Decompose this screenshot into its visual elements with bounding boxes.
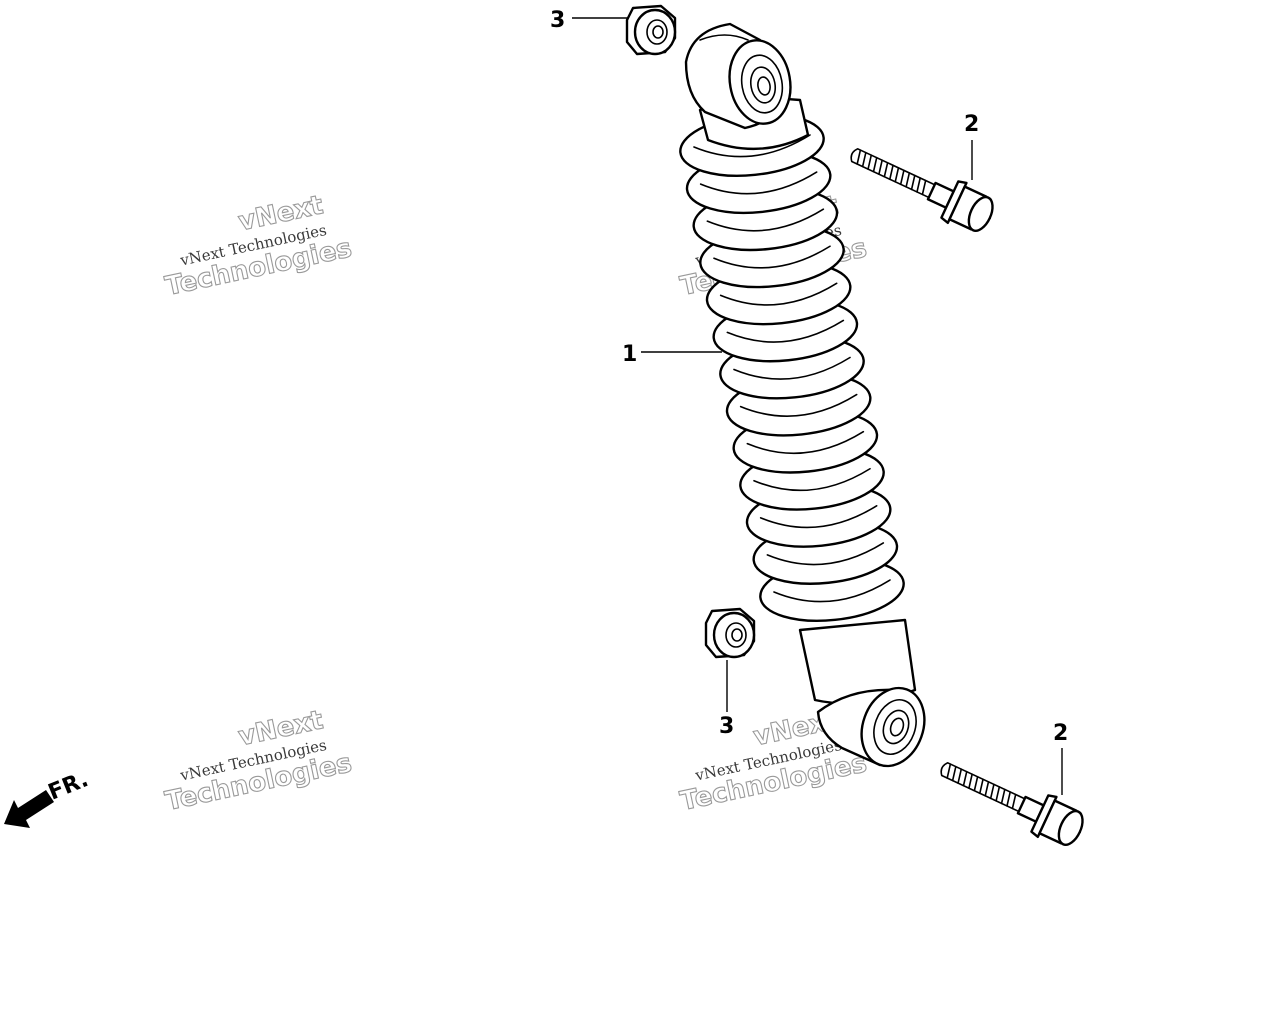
svg-text:2: 2 (1053, 721, 1068, 746)
flange-bolt-top (850, 148, 994, 232)
lower-eye (816, 686, 926, 768)
shock-absorber (679, 22, 926, 768)
flange-nut-bottom (704, 607, 756, 659)
watermark-1: vNext vNext Technologies Technologies (162, 190, 355, 303)
flange-nut-top (625, 4, 677, 56)
coil-spring (679, 113, 905, 622)
flange-bolt-bottom (940, 762, 1084, 846)
callout-bolt-bottom: 2 (1053, 721, 1068, 795)
callout-nut-bottom: 3 (719, 660, 734, 739)
svg-text:1: 1 (622, 342, 637, 367)
callout-nut-top: 3 (550, 8, 628, 33)
front-direction-indicator: FR. (4, 767, 92, 828)
front-arrow-icon (4, 790, 54, 828)
svg-text:2: 2 (964, 112, 979, 137)
upper-eye (684, 22, 792, 130)
watermark-3: vNext vNext Technologies Technologies (162, 705, 355, 818)
svg-text:FR.: FR. (45, 767, 92, 805)
svg-text:3: 3 (550, 8, 565, 33)
callout-bolt-top: 2 (964, 112, 979, 180)
svg-text:3: 3 (719, 714, 734, 739)
callout-shock: 1 (622, 342, 722, 367)
